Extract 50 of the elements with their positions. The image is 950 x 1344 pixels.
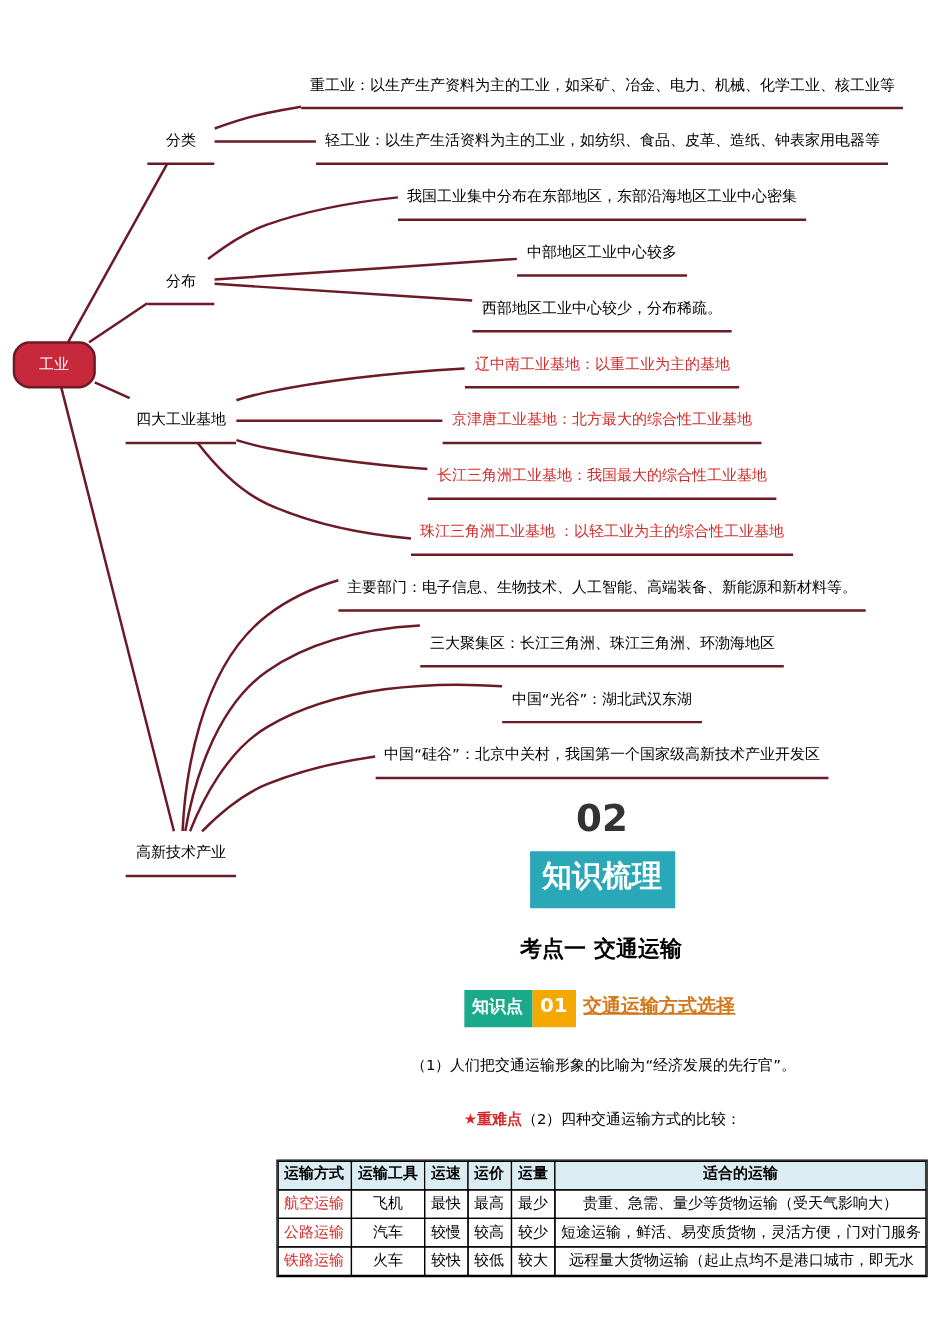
label: 较快 <box>430 1250 461 1269</box>
label: 贵重、急需、量少等货物运输（受天气影响大） <box>582 1193 898 1212</box>
label: （2）四种交通运输方式的比较： <box>521 1109 741 1128</box>
node-text: 长江三角洲工业基地：我国最大的综合性工业基地 <box>436 465 767 484</box>
node-text: 分类 <box>165 130 196 149</box>
label: ★重难点 <box>463 1109 522 1128</box>
label: 飞机 <box>372 1193 403 1212</box>
label: 知识梳理 <box>542 857 662 893</box>
node-text: 三大聚集区：长江三角洲、珠江三角洲、环渤海地区 <box>429 633 775 652</box>
label: 铁路运输 <box>283 1250 344 1269</box>
label: 汽车 <box>372 1222 403 1241</box>
label: 02 <box>575 795 628 840</box>
label: 运量 <box>517 1163 548 1182</box>
node-text: 京津唐工业基地：北方最大的综合性工业基地 <box>451 409 752 428</box>
label: （1）人们把交通运输形象的比喻为“经济发展的先行官”。 <box>410 1055 796 1074</box>
label: 运价 <box>473 1163 504 1182</box>
label: 适合的运输 <box>702 1163 778 1182</box>
label: 最少 <box>517 1193 548 1212</box>
label: 较高 <box>473 1222 504 1241</box>
node-text: 西部地区工业中心较少，分布稀疏。 <box>481 298 722 317</box>
label: 运输工具 <box>357 1163 418 1182</box>
label: 最高 <box>473 1193 504 1212</box>
label: 01 <box>539 993 568 1017</box>
label: 较少 <box>517 1222 548 1241</box>
node-text: 重工业：以生产生产资料为主的工业，如采矿、冶金、电力、机械、化学工业、核工业等 <box>309 75 895 93</box>
node-text: 四大工业基地 <box>135 409 226 428</box>
label: 较低 <box>473 1250 504 1269</box>
node-text: 轻工业：以生产生活资料为主的工业，如纺织、食品、皮革、造纸、钟表家用电器等 <box>324 130 880 149</box>
label: 最快 <box>430 1193 461 1212</box>
node-text: 中国“硅谷”：北京中关村，我国第一个国家级高新技术产业开发区 <box>383 744 820 763</box>
label: 运输方式 <box>283 1163 344 1182</box>
label: 远程量大货物运输（起止点均不是港口城市，即无水 <box>568 1250 914 1269</box>
label: 知识点 <box>471 995 523 1016</box>
node-text: 分布 <box>165 271 196 290</box>
label: 考点一 交通运输 <box>519 934 682 961</box>
label: 交通运输方式选择 <box>582 994 735 1016</box>
node-text: 我国工业集中分布在东部地区，东部沿海地区工业中心密集 <box>406 186 797 205</box>
label: 较大 <box>517 1250 548 1269</box>
node-text: 中国“光谷”：湖北武汉东湖 <box>511 689 692 708</box>
node-text: 高新技术产业 <box>135 842 226 861</box>
label: 短途运输，鲜活、易变质货物，灵活方便，门对门服务 <box>560 1222 921 1241</box>
node-text: 主要部门：电子信息、生物技术、人工智能、高端装备、新能源和新材料等。 <box>346 577 857 596</box>
node-text: 中部地区工业中心较多 <box>526 242 677 261</box>
label: 公路运输 <box>283 1222 344 1241</box>
node-text: 珠江三角洲工业基地 ：以轻工业为主的综合性工业基地 <box>419 521 784 540</box>
label: 火车 <box>372 1250 403 1269</box>
label: 运速 <box>430 1163 461 1182</box>
label: 航空运输 <box>283 1193 344 1212</box>
label: 较慢 <box>430 1222 461 1241</box>
node-text: 辽中南工业基地：以重工业为主的基地 <box>474 354 730 373</box>
